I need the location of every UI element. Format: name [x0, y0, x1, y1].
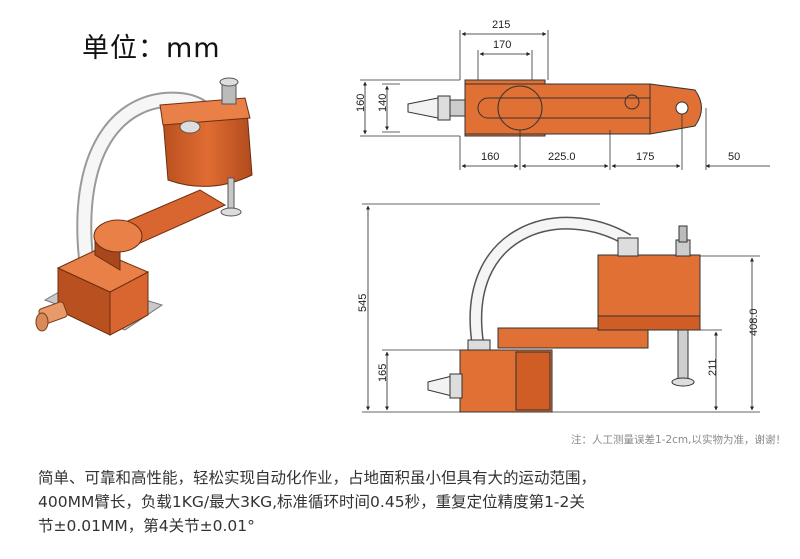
dim-140: 140	[377, 94, 389, 112]
dim-160: 160	[481, 151, 499, 163]
dim-175: 175	[636, 151, 654, 163]
dim-211: 211	[707, 358, 719, 376]
unit-label: 单位：mm	[82, 33, 221, 64]
dim-545: 545	[357, 294, 369, 312]
dim-165: 165	[377, 364, 389, 382]
description-line: 节±0.01MM，第4关节±0.01°	[38, 517, 255, 535]
side-view-drawing: 545 165 211 408.0	[357, 203, 760, 413]
dim-170: 170	[493, 39, 511, 51]
dim-50: 50	[728, 151, 740, 163]
dim-225: 225.0	[548, 151, 576, 163]
dim-408: 408.0	[748, 308, 760, 336]
dim-215: 215	[492, 19, 510, 31]
product-description: 简单、可靠和高性能，轻松实现自动化作业，占地面积虽小但具有大的运动范围， 400…	[38, 466, 768, 538]
description-line: 400MM臂长，负载1KG/最大3KG,标准循环时间0.45秒，重复定位精度第1…	[38, 493, 585, 511]
measurement-note: 注：人工测量误差1-2cm,以实物为准，谢谢！	[571, 434, 786, 446]
technical-drawing: 215 170 160 140 160 225.0 175 50	[35, 19, 770, 413]
top-view-drawing: 215 170 160 140 160 225.0 175 50	[355, 19, 770, 170]
dim-160-vertical: 160	[355, 94, 367, 112]
robot-3d-illustration	[35, 77, 253, 336]
description-line: 简单、可靠和高性能，轻松实现自动化作业，占地面积虽小但具有大的运动范围，	[38, 469, 597, 487]
